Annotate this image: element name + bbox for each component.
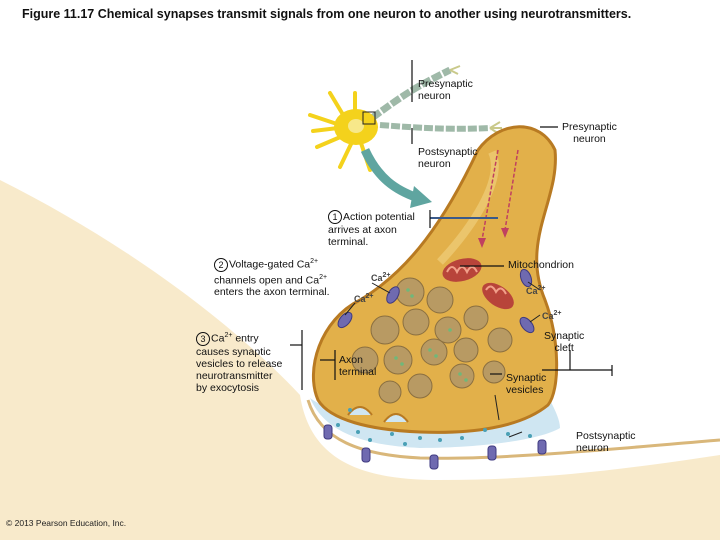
label-line: Synaptic bbox=[506, 372, 547, 384]
ion-charge: 2+ bbox=[319, 273, 328, 281]
step-number-badge: 1 bbox=[328, 210, 342, 224]
synaptic-vesicles bbox=[351, 277, 513, 404]
action-potential-arrow-right bbox=[504, 149, 519, 231]
calcium-ion-label: Ca2+ bbox=[354, 293, 374, 304]
label-line: Presynaptic bbox=[418, 78, 473, 90]
label-line: Axon bbox=[339, 354, 363, 366]
label-postsynaptic-neuron-top: Postsynaptic neuron bbox=[418, 146, 478, 170]
neurotransmitter-molecules bbox=[336, 408, 532, 446]
step-text: entry bbox=[232, 332, 259, 345]
step-text: arrives at axon bbox=[328, 224, 397, 236]
postsynaptic-receptors bbox=[323, 424, 547, 470]
label-presynaptic-neuron-top: Presynaptic neuron bbox=[418, 78, 473, 102]
figure-title: Figure 11.17 Chemical synapses transmit … bbox=[22, 7, 632, 21]
step-text: causes synaptic bbox=[196, 345, 271, 358]
label-line: neuron bbox=[573, 133, 606, 145]
ion-charge: 2+ bbox=[310, 258, 319, 265]
calcium-ion-label: Ca2+ bbox=[371, 272, 391, 283]
label-line: cleft bbox=[554, 342, 574, 354]
step-text: channels open and Ca bbox=[214, 274, 320, 287]
label-axon-terminal: Axon terminal bbox=[339, 354, 376, 378]
presynaptic-axon-lower bbox=[379, 122, 491, 132]
leader-lines bbox=[290, 60, 613, 390]
step-text: Action potential bbox=[343, 210, 415, 223]
synaptic-cleft-fluid bbox=[310, 398, 560, 448]
step-number-badge: 2 bbox=[214, 257, 228, 272]
label-line: neuron bbox=[418, 90, 451, 102]
label-line: Postsynaptic bbox=[418, 146, 478, 158]
label-presynaptic-neuron-right: Presynaptic neuron bbox=[562, 121, 617, 145]
step-text: by exocytosis bbox=[196, 381, 260, 394]
postsynaptic-neuron-shape bbox=[0, 180, 720, 540]
label-line: Synaptic bbox=[544, 330, 585, 342]
step-text: neurotransmitter bbox=[196, 369, 273, 382]
step-line: channels open and Ca2+ bbox=[214, 272, 330, 287]
label-line: vesicles bbox=[506, 384, 544, 396]
calcium-ion-label: Ca2+ bbox=[526, 285, 546, 296]
zoom-arrow bbox=[360, 148, 420, 203]
step-number-badge: 3 bbox=[196, 331, 210, 346]
copyright-notice: © 2013 Pearson Education, Inc. bbox=[6, 518, 127, 528]
label-postsynaptic-neuron-bottom: Postsynaptic neuron bbox=[576, 430, 636, 454]
label-line: Presynaptic bbox=[562, 121, 617, 133]
ion-charge: 2+ bbox=[224, 332, 233, 339]
exocytosis-sites bbox=[347, 406, 409, 423]
label-line: neuron bbox=[418, 158, 451, 170]
label-synaptic-vesicles: Synaptic vesicles bbox=[506, 372, 546, 396]
label-mitochondrion: Mitochondrion bbox=[508, 259, 574, 271]
action-potential-arrow-left bbox=[481, 149, 499, 241]
step-text: enters the axon terminal. bbox=[214, 286, 330, 299]
calcium-channels bbox=[337, 268, 535, 334]
step-text: Ca bbox=[211, 332, 225, 345]
label-line: neuron bbox=[576, 442, 609, 454]
step-text: Voltage-gated Ca bbox=[229, 258, 311, 271]
zoom-box bbox=[362, 111, 376, 125]
step-text: vesicles to release bbox=[196, 357, 283, 370]
neuron-cell-body bbox=[308, 91, 378, 172]
neuron-overview bbox=[308, 65, 502, 208]
axon-terminal-branches bbox=[449, 65, 502, 135]
label-line: terminal bbox=[339, 366, 377, 378]
step-text: terminal. bbox=[328, 236, 369, 248]
label-line: Postsynaptic bbox=[576, 430, 636, 442]
mitochondria bbox=[442, 258, 514, 310]
calcium-ion-label: Ca2+ bbox=[542, 310, 562, 321]
label-synaptic-cleft: Synaptic cleft bbox=[544, 330, 584, 354]
presynaptic-axon-top bbox=[369, 66, 452, 121]
